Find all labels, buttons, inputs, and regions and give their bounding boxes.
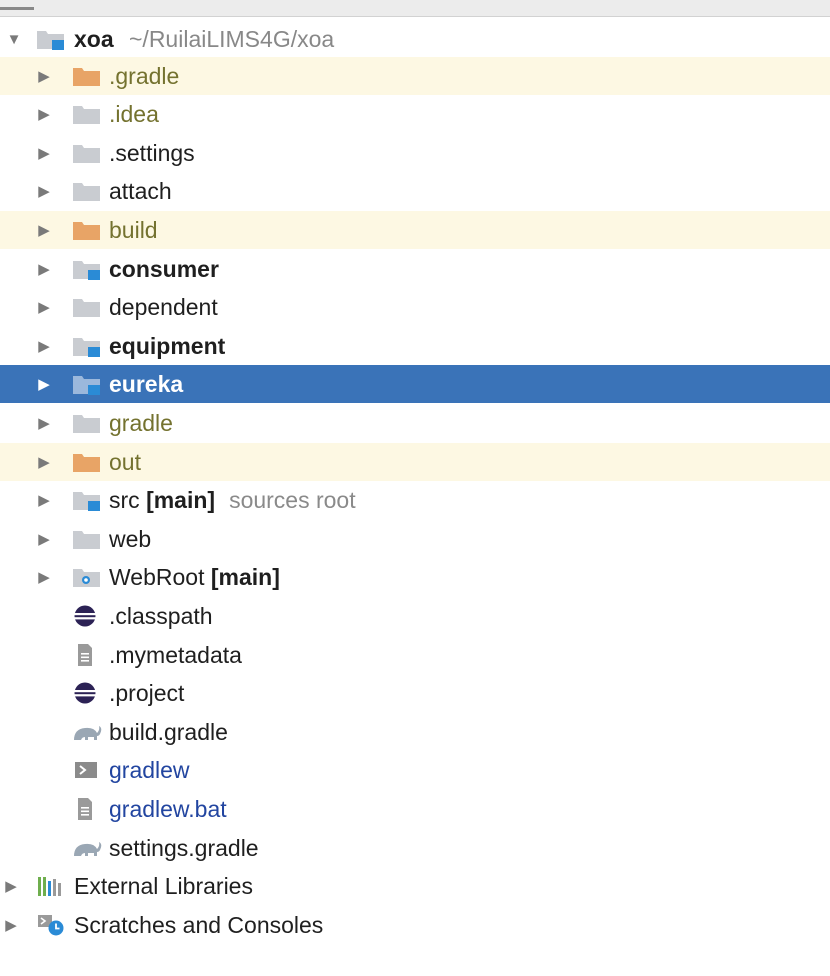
chevron-right-icon[interactable]: ▶	[38, 415, 50, 432]
tree-row-consumer[interactable]: ▶ consumer	[0, 250, 830, 288]
tree-row-scratches[interactable]: ▶ Scratches and Consoles	[0, 906, 830, 944]
folder-label-group: src [main] sources root	[109, 481, 356, 519]
sources-root-hint: sources root	[229, 487, 356, 513]
web-folder-icon	[73, 569, 100, 587]
folder-label: out	[109, 449, 141, 475]
folder-label: src	[109, 487, 140, 513]
folder-label: equipment	[109, 333, 226, 359]
folder-label: dependent	[109, 294, 218, 320]
tree-row-build-gradle[interactable]: build.gradle	[0, 713, 830, 751]
chevron-right-icon[interactable]: ▶	[38, 183, 50, 200]
folder-icon	[73, 106, 100, 124]
chevron-right-icon[interactable]: ▶	[38, 492, 50, 509]
folder-label-group: WebRoot [main]	[109, 558, 280, 596]
excluded-folder-icon	[73, 454, 100, 472]
tree-row-gradle[interactable]: ▶ gradle	[0, 404, 830, 442]
tree-row-build[interactable]: ▶ build	[0, 211, 830, 249]
file-label: .mymetadata	[109, 642, 242, 668]
file-label: settings.gradle	[109, 835, 259, 861]
tree-row-src[interactable]: ▶ src [main] sources root	[0, 481, 830, 519]
eclipse-icon	[74, 605, 96, 627]
chevron-right-icon[interactable]: ▶	[38, 261, 50, 278]
chevron-right-icon[interactable]: ▶	[38, 338, 50, 355]
tree-row-out[interactable]: ▶ out	[0, 443, 830, 481]
root-name: xoa	[74, 26, 114, 52]
tree-row-gradlew[interactable]: gradlew	[0, 751, 830, 789]
folder-label: .gradle	[109, 63, 180, 89]
module-folder-icon	[37, 31, 64, 50]
tree-row-gradlew-bat[interactable]: gradlew.bat	[0, 790, 830, 828]
chevron-right-icon[interactable]: ▶	[38, 454, 50, 471]
text-file-icon	[78, 644, 92, 666]
module-folder-icon	[73, 492, 100, 511]
library-icon	[38, 877, 61, 896]
folder-label: build	[109, 217, 158, 243]
tree-row-eureka[interactable]: ▶ eureka	[0, 365, 830, 403]
tree-row-idea[interactable]: ▶ .idea	[0, 95, 830, 133]
file-label: gradlew	[109, 757, 190, 783]
file-label: .project	[109, 680, 185, 706]
tree-row-attach[interactable]: ▶ attach	[0, 172, 830, 210]
folder-label: WebRoot	[109, 564, 205, 590]
scratches-icon	[38, 915, 64, 936]
root-path: ~/RuilaiLIMS4G/xoa	[129, 26, 335, 52]
chevron-right-icon[interactable]: ▶	[38, 569, 50, 586]
tree-row-project[interactable]: .project	[0, 674, 830, 712]
chevron-right-icon[interactable]: ▶	[5, 878, 17, 895]
chevron-right-icon[interactable]: ▶	[38, 299, 50, 316]
folder-label: consumer	[109, 256, 219, 282]
source-set-tag: [main]	[146, 487, 216, 513]
folder-label: attach	[109, 178, 172, 204]
tree-row-dependent[interactable]: ▶ dependent	[0, 288, 830, 326]
file-label: .classpath	[109, 603, 213, 629]
tree-row-gradle-dir[interactable]: ▶ .gradle	[0, 57, 830, 95]
chevron-right-icon[interactable]: ▶	[38, 106, 50, 123]
source-set-tag: [main]	[210, 564, 280, 590]
chevron-right-icon[interactable]: ▶	[38, 222, 50, 239]
tree-row-settings-gradle[interactable]: settings.gradle	[0, 829, 830, 867]
tree-row-equipment[interactable]: ▶ equipment	[0, 327, 830, 365]
tree-row-classpath[interactable]: .classpath	[0, 597, 830, 635]
tree-row-root[interactable]: ▼ xoa ~/RuilaiLIMS4G/xoa	[0, 20, 830, 58]
bottom-label: Scratches and Consoles	[74, 912, 324, 938]
folder-icon	[73, 531, 100, 549]
folder-icon	[73, 183, 100, 201]
chevron-down-icon[interactable]: ▼	[6, 30, 22, 48]
eclipse-icon	[74, 682, 96, 704]
excluded-folder-icon	[73, 68, 100, 86]
folder-icon	[73, 145, 100, 163]
excluded-folder-icon	[73, 222, 100, 240]
chevron-right-icon[interactable]: ▶	[38, 376, 50, 393]
tree-row-settings[interactable]: ▶ .settings	[0, 134, 830, 172]
chevron-right-icon[interactable]: ▶	[38, 145, 50, 162]
folder-icon	[73, 415, 100, 433]
chevron-right-icon[interactable]: ▶	[38, 68, 50, 85]
module-folder-icon	[73, 338, 100, 357]
folder-label: web	[109, 526, 152, 552]
tree-row-webroot[interactable]: ▶ WebRoot [main]	[0, 558, 830, 596]
file-label: gradlew.bat	[109, 796, 227, 822]
chevron-right-icon[interactable]: ▶	[5, 917, 17, 934]
module-folder-icon	[73, 261, 100, 280]
folder-label: gradle	[109, 410, 173, 436]
module-folder-icon	[73, 376, 100, 395]
panel-header-strip	[0, 0, 830, 17]
chevron-right-icon[interactable]: ▶	[38, 531, 50, 548]
folder-label: .idea	[109, 101, 159, 127]
folder-icon	[73, 299, 100, 317]
bottom-label: External Libraries	[74, 873, 253, 899]
gradle-elephant-icon	[74, 726, 102, 740]
tree-row-web[interactable]: ▶ web	[0, 520, 830, 558]
folder-label: .settings	[109, 140, 195, 166]
shell-script-icon	[75, 762, 97, 778]
text-file-icon	[78, 798, 92, 820]
tree-row-mymetadata[interactable]: .mymetadata	[0, 636, 830, 674]
file-label: build.gradle	[109, 719, 228, 745]
folder-label: eureka	[109, 371, 184, 397]
gradle-elephant-icon	[74, 842, 102, 856]
tree-row-external-libraries[interactable]: ▶ External Libraries	[0, 867, 830, 905]
